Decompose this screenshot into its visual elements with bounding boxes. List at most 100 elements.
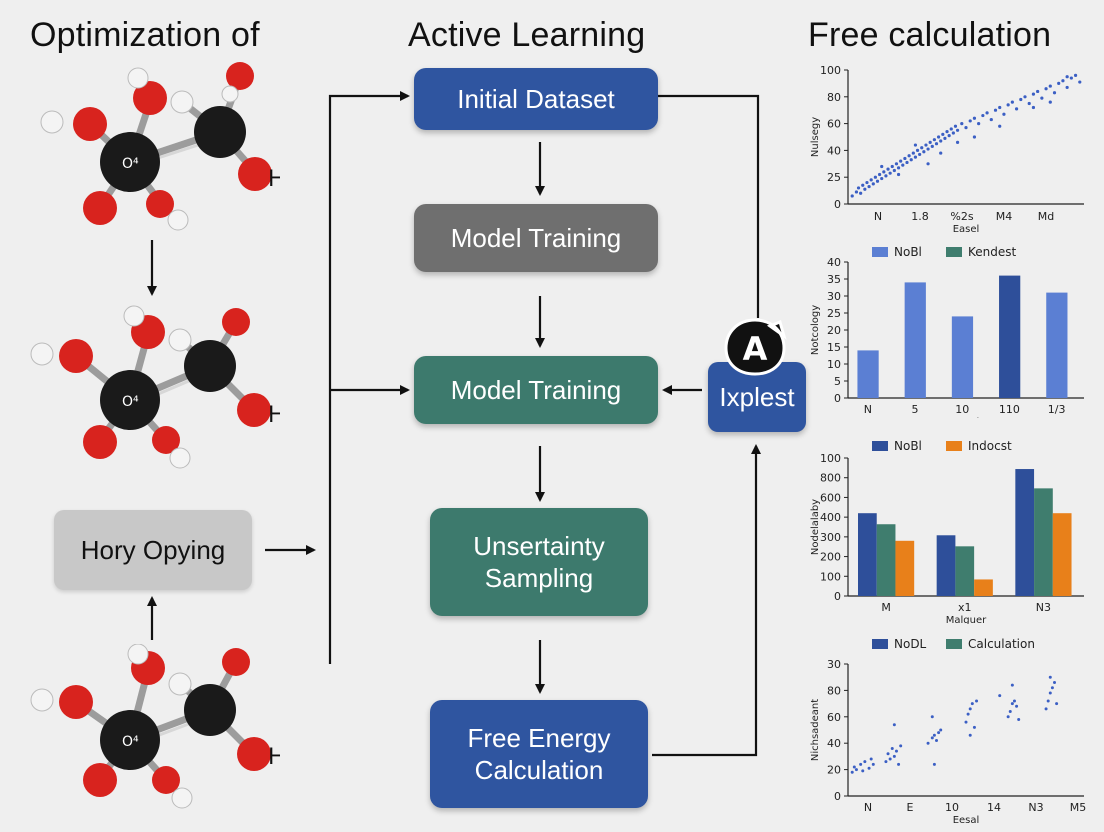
ixplest-box: Ixplest [708, 362, 806, 432]
x-tick-label: M4 [996, 210, 1013, 223]
bar [951, 316, 974, 398]
x-tick-label: 5 [912, 403, 919, 416]
y-tick-label: 200 [820, 551, 841, 564]
molecule-2-center-label: O⁴ [122, 394, 139, 410]
bar [895, 540, 915, 596]
heading-active-learning: Active Learning [408, 16, 646, 54]
carbon-atom [100, 370, 160, 430]
legend-label: NoBl [894, 245, 922, 259]
initial-dataset-box: Initial Dataset [414, 68, 658, 130]
scatter-point [928, 140, 932, 144]
oxygen-atom [226, 62, 254, 90]
scatter-point [1073, 73, 1078, 77]
legend-swatch [872, 441, 888, 451]
y-tick-label: 10 [827, 358, 841, 371]
scatter-point [981, 113, 985, 118]
x-tick-label: M5 [1070, 801, 1087, 814]
scatter-point [1002, 112, 1006, 116]
a-badge-letter: A [743, 330, 768, 368]
scatter-point [1044, 707, 1048, 711]
x-tick-label: 1.8 [911, 210, 929, 223]
x-tick-label: 10 [945, 801, 959, 814]
hydrogen-atom [127, 644, 149, 665]
scatter-point [1069, 76, 1073, 80]
y-tick-label: 80 [827, 91, 841, 104]
scatter-point [852, 765, 856, 769]
scatter-point [989, 117, 993, 122]
scatter-point [935, 739, 938, 743]
scatter-point [905, 160, 909, 165]
scatter-point [890, 746, 894, 750]
x-tick-label: N [864, 801, 872, 814]
scatter-point [998, 694, 1002, 698]
oxygen-atom [59, 339, 93, 373]
x-tick-label: Md [1038, 210, 1054, 223]
scatter-point [871, 762, 875, 766]
y-tick-label: 600 [820, 491, 841, 504]
y-tick-label: 0 [834, 790, 841, 803]
scatter-point [1061, 79, 1065, 83]
scatter-point [880, 176, 884, 181]
scatter-point [1017, 717, 1021, 721]
scatter-point [949, 127, 953, 131]
oxygen-atom [83, 191, 117, 225]
scatter-point [859, 191, 863, 195]
scatter-point [894, 162, 899, 166]
scatter-point [930, 736, 934, 740]
scatter-point [924, 143, 928, 147]
oxygen-atom [83, 425, 117, 459]
scatter-point [930, 144, 934, 148]
x-tick-label: N [874, 210, 882, 223]
bar [1034, 488, 1053, 596]
hory-opying-box: Hory Opying [54, 510, 252, 590]
scatter-point [861, 183, 865, 187]
y-tick-label: 100 [820, 452, 841, 465]
scatter-point [972, 725, 976, 729]
scatter-point [892, 168, 896, 173]
molecule-1-center-label: O⁴ [122, 156, 139, 172]
scatter-point [932, 138, 936, 142]
x-axis-title: Easel [953, 417, 980, 418]
scatter-point [886, 752, 890, 756]
scatter-point [930, 715, 934, 719]
bar [999, 275, 1021, 398]
scatter-point [871, 182, 875, 186]
bar [955, 546, 975, 596]
y-axis-title: Nulsegy [810, 117, 821, 157]
hydrogen-atom [127, 67, 149, 89]
scatter-point [896, 172, 901, 177]
scatter-point [869, 178, 873, 182]
model-training-box-2: Model Training [414, 356, 658, 424]
x-axis-title: Easel [953, 224, 980, 235]
scatter-point [875, 179, 880, 183]
scatter-point [867, 766, 871, 770]
scatter-point [993, 108, 998, 112]
y-tick-label: 100 [820, 64, 841, 77]
carbon-atom [194, 106, 246, 158]
oxygen-atom [222, 648, 250, 676]
carbon-atom [184, 684, 236, 736]
oxygen-atom [152, 426, 180, 454]
scatter-point [913, 143, 918, 147]
scatter-point [1065, 85, 1069, 90]
scatter-point [863, 187, 867, 191]
scatter-point [1031, 105, 1036, 110]
y-tick-label: 100 [820, 570, 841, 583]
scatter-point [922, 150, 926, 154]
legend-label: NoDL [894, 637, 927, 651]
scatter-point [856, 186, 861, 190]
hydrogen-atom [171, 787, 193, 809]
hydrogen-atom [40, 110, 64, 134]
legend-swatch [946, 247, 962, 257]
oxygen-atom [133, 81, 167, 115]
hydrogen-atom [30, 342, 54, 366]
scatter-point [909, 158, 913, 162]
hydrogen-atom [123, 305, 145, 327]
y-tick-label: 300 [820, 531, 841, 544]
scatter-point [854, 190, 859, 194]
y-tick-label: 0 [834, 198, 841, 211]
hydrogen-atom [221, 85, 239, 103]
scatter-point [1010, 683, 1014, 687]
